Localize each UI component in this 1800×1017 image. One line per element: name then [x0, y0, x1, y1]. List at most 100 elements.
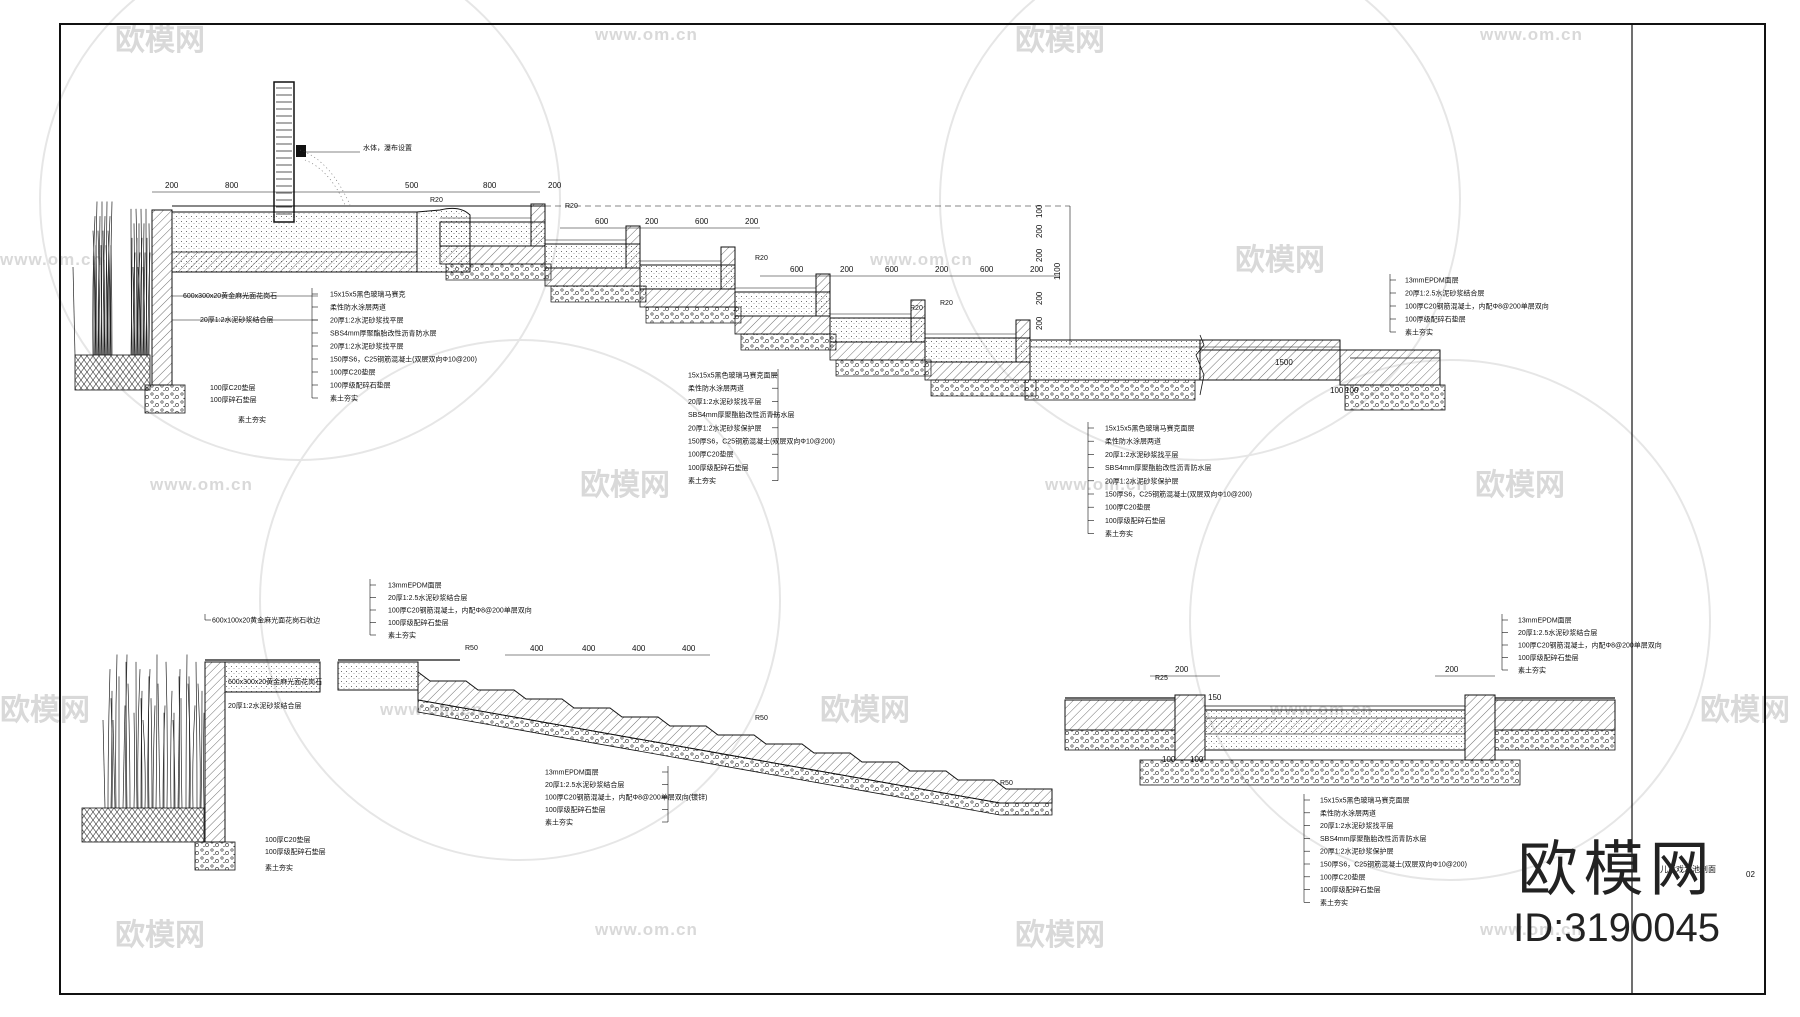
cascade-weir	[530, 203, 546, 247]
layer-label: 100厚级配碎石垫层	[1405, 315, 1466, 324]
radius-label: R25	[1155, 675, 1168, 682]
layer-label: 20厚1:2水泥砂浆找平层	[688, 397, 762, 406]
layer-label: 20厚1:2.5水泥砂浆结合层	[1518, 628, 1597, 637]
cascade-step-slab	[439, 245, 546, 265]
cascade-step-slab	[544, 267, 641, 287]
radius-label: R20	[940, 300, 953, 307]
layer-label: 100厚C20钢筋混凝土，内配Φ8@200单层双向	[388, 606, 532, 615]
layer-label: 20厚1:2.5水泥砂浆结合层	[1405, 289, 1484, 298]
layer-label: 素土夯实	[238, 415, 266, 424]
brand-id: ID:3190045	[1513, 906, 1720, 950]
dim-label: 800	[225, 181, 239, 190]
grass-blade	[130, 208, 133, 356]
dim-label: 200	[1175, 665, 1189, 674]
grass-blade	[142, 719, 146, 809]
watermark-url: www.om.cn	[594, 920, 698, 939]
layer-label: 100厚C20垫层	[210, 383, 256, 392]
grass-blade	[132, 266, 136, 356]
cascade-step-slab	[829, 341, 926, 361]
section-3-callouts: 13mmEPDM面层20厚1:2.5水泥砂浆结合层100厚C20钢筋混凝土，内配…	[1303, 614, 1662, 907]
brand-name: 欧模网	[1517, 835, 1716, 905]
grass-blade	[115, 654, 118, 809]
cascade-step-slab	[734, 315, 831, 335]
watermark-url: www.om.cn	[1479, 25, 1583, 44]
watermark-arc	[259, 339, 781, 861]
dim-label: 400	[530, 644, 544, 653]
grass-blade	[97, 230, 101, 356]
brand-stamp: 欧模网 ID:3190045	[1513, 835, 1720, 951]
layer-label: 20厚1:2水泥砂浆保护层	[1320, 847, 1394, 856]
grass-blade	[102, 719, 106, 809]
grass-blade	[197, 683, 201, 809]
layer-label: 15x15x5黑色玻璃马赛克面层	[1320, 796, 1409, 805]
dim-label: 500	[405, 181, 419, 190]
watermark-url: www.om.cn	[0, 250, 103, 269]
grass-blade	[148, 223, 150, 356]
cascade-step	[924, 337, 1031, 363]
layer-label: SBS4mm厚聚酯胎改性沥青防水层	[688, 410, 795, 419]
layer-label: SBS4mm厚聚酯胎改性沥青防水层	[1320, 834, 1427, 843]
grass-blade	[185, 654, 188, 809]
layer-label: 20厚1:2水泥砂浆找平层	[330, 316, 404, 325]
wall-2	[204, 661, 226, 843]
radius-label: R50	[465, 645, 478, 652]
cascade-step	[829, 317, 926, 343]
stair-ramp-base	[417, 699, 1053, 816]
grass-blade	[122, 705, 126, 809]
grass-blade	[110, 698, 113, 809]
layer-label: 100厚级配碎石垫层	[330, 381, 391, 390]
dim-label-vertical: 200	[1035, 248, 1044, 262]
cascade-step-slab	[924, 361, 1031, 381]
watermark-logo: 欧模网	[1015, 919, 1105, 952]
layer-label: 素土夯实	[265, 863, 293, 872]
grass-blade	[137, 252, 141, 356]
dim-label: 600	[980, 265, 994, 274]
layer-label: SBS4mm厚聚酯胎改性沥青防水层	[330, 329, 437, 338]
dim-label: 400	[632, 644, 646, 653]
layer-label: 600x300x20黄金麻光面花岗石	[183, 291, 277, 300]
stair-ramp	[417, 671, 1053, 804]
kids-pool-section-title: 儿童戏水池剖面	[1660, 864, 1716, 874]
layer-label: 100厚级配碎石垫层	[545, 805, 606, 814]
cascade-step	[639, 264, 736, 290]
dim-label-vertical: 1100	[1053, 262, 1062, 280]
grass-blade	[125, 654, 128, 809]
grass-blade	[112, 719, 116, 809]
layer-label: 柔性防水涂层两道	[688, 384, 744, 393]
layer-label: 13mmEPDM面层	[388, 582, 442, 590]
watermark-url: www.om.cn	[1044, 475, 1148, 494]
layer-label: 600x100x20黄金麻光面花岗石收边	[212, 616, 320, 625]
layer-label: 素土夯实	[1518, 666, 1546, 675]
grass-blade	[162, 705, 166, 809]
radius-label: R20	[565, 203, 578, 210]
radius-label: R20	[910, 305, 923, 312]
layer-label: 100厚级配碎石垫层	[388, 618, 449, 627]
grass-blade	[133, 712, 135, 809]
dim-label: 150	[1208, 693, 1222, 702]
grass-blade	[103, 259, 105, 356]
layer-label: 100厚C20垫层	[1320, 872, 1366, 881]
dim-label-vertical: 100	[1035, 204, 1044, 218]
layer-label: 13mmEPDM面层	[545, 769, 599, 777]
layer-label: 100厚级配碎石垫层	[1518, 653, 1579, 662]
watermark-logo: 欧模网	[115, 919, 205, 952]
dim-label: 200	[165, 181, 179, 190]
grass-blade	[97, 216, 101, 356]
grass-blade	[107, 669, 111, 809]
watermark-arc	[939, 0, 1461, 461]
dim-label: 100	[1330, 386, 1344, 395]
dim-label: 200	[1030, 265, 1044, 274]
layer-label: 100厚级配碎石垫层	[265, 847, 326, 856]
watermark-logo: 欧模网	[820, 694, 910, 727]
grass-blade	[187, 683, 191, 809]
radius-label: R50	[755, 715, 768, 722]
layer-label: 100厚C20钢筋混凝土，内配Φ8@200单层双向(镀锌)	[545, 793, 707, 802]
layer-label: 100厚碎石垫层	[210, 395, 257, 404]
layer-label: 素土夯实	[388, 631, 416, 640]
fountain-tower	[273, 81, 295, 223]
watermark-logo: 欧模网	[0, 694, 90, 727]
grass-blade	[157, 683, 161, 809]
grass-blade	[188, 676, 190, 809]
